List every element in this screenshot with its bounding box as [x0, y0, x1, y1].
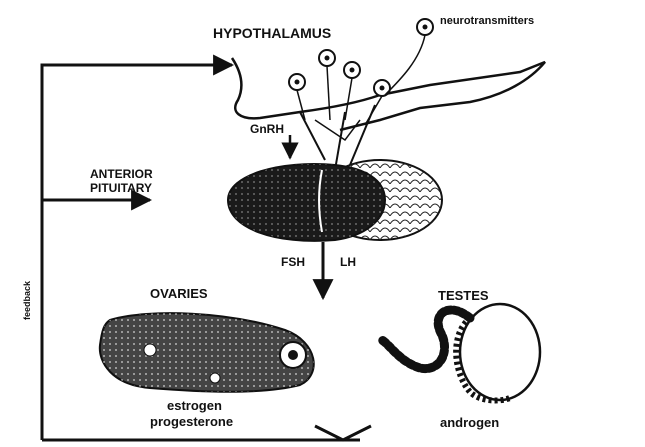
anterior-pituitary-illustration [228, 160, 442, 241]
neurotransmitters-label: neurotransmitters [440, 15, 534, 27]
ovary-illustration [100, 313, 314, 392]
lh-label: LH [340, 255, 356, 269]
testis-illustration [382, 304, 540, 400]
fsh-label: FSH [281, 255, 305, 269]
neuron-icon [344, 62, 360, 120]
estrogen-label: estrogen [167, 398, 222, 413]
neuron-icon [385, 19, 433, 95]
progesterone-label: progesterone [150, 414, 233, 429]
ovaries-label: OVARIES [150, 286, 208, 301]
feedback-label: feedback [22, 280, 32, 320]
pituitary-label: PITUITARY [90, 181, 152, 195]
testes-label: TESTES [438, 288, 489, 303]
gnrh-label: GnRH [250, 122, 284, 136]
anterior-label: ANTERIOR [90, 167, 153, 181]
hypothalamus-illustration [232, 19, 545, 170]
hypothalamus-label: HYPOTHALAMUS [213, 25, 331, 41]
androgen-label: androgen [440, 415, 499, 430]
